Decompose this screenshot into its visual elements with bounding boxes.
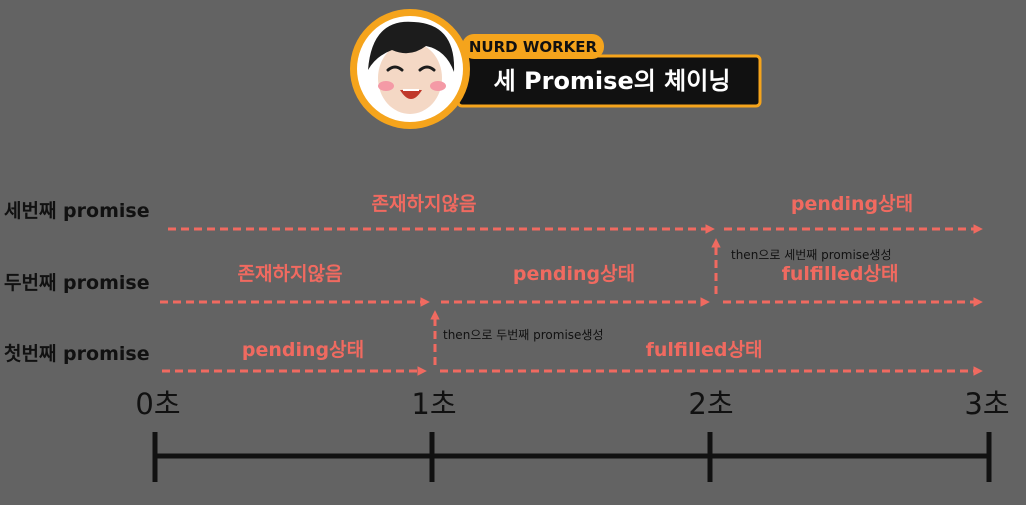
row-label-first: 첫번째 promise: [4, 343, 150, 365]
second-pending-label: pending상태: [513, 263, 635, 285]
row-label-third: 세번째 promise: [4, 200, 150, 222]
page-title: 세 Promise의 체이닝: [494, 67, 731, 95]
third-none-label: 존재하지않음: [372, 193, 477, 215]
tick-label-2: 2초: [688, 387, 733, 421]
first-pending-label: pending상태: [242, 339, 364, 361]
timeline: 0초 1초 2초 3초: [135, 387, 1010, 482]
badge-text: NURD WORKER: [469, 38, 598, 56]
avatar: [350, 9, 470, 129]
second-none-label: 존재하지않음: [238, 263, 343, 285]
then-third-note: then으로 세번째 promise생성: [731, 248, 892, 262]
tick-label-0: 0초: [135, 387, 180, 421]
third-pending-label: pending상태: [791, 193, 913, 215]
header: NURD WORKER 세 Promise의 체이닝: [350, 9, 762, 129]
tick-label-3: 3초: [964, 387, 1009, 421]
then-second-note: then으로 두번째 promise생성: [443, 328, 604, 342]
row-label-second: 두번째 promise: [4, 272, 150, 294]
first-fulfilled-label: fulfilled상태: [646, 339, 763, 361]
tick-label-1: 1초: [411, 387, 456, 421]
second-fulfilled-label: fulfilled상태: [782, 263, 899, 285]
badge-pill: [462, 34, 604, 59]
